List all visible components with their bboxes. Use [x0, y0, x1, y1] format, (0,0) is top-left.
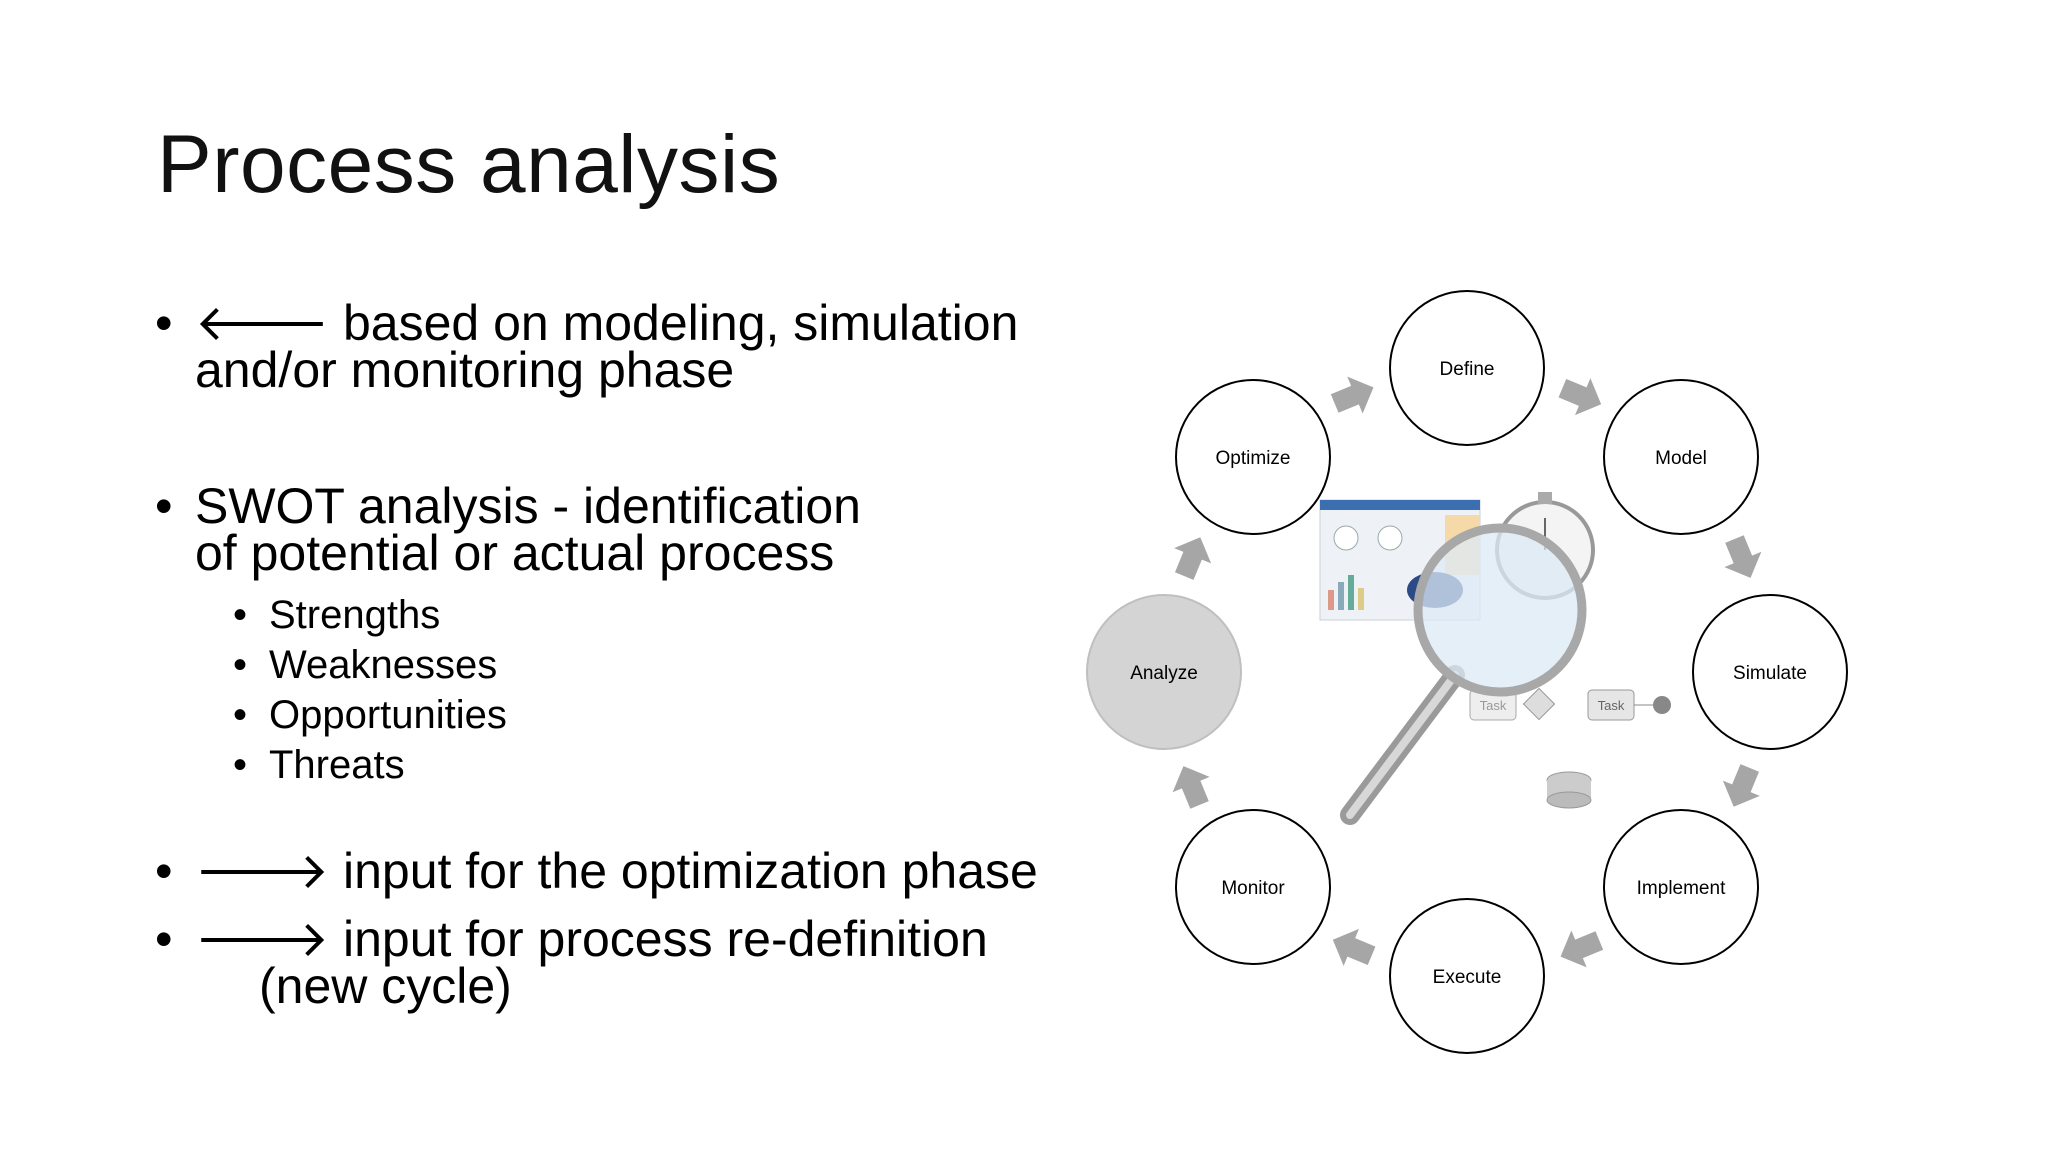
- bullet-dot: •: [233, 693, 248, 737]
- slide-title: Process analysis: [157, 119, 781, 210]
- process-snippet: Task Task: [1469, 687, 1671, 809]
- bullet-dot: •: [233, 743, 248, 787]
- bullet-dot: •: [155, 911, 173, 967]
- cycle-node-label: Optimize: [1216, 448, 1291, 469]
- sub-bullet-text: Strengths: [269, 593, 441, 637]
- bullet-line: SWOT analysis - identification: [195, 478, 861, 534]
- cycle-node-label: Monitor: [1221, 878, 1285, 899]
- cycle-node-simulate: Simulate: [1692, 594, 1848, 750]
- cycle-arrow-icon: [1558, 378, 1602, 416]
- sub-bullet-text: Threats: [269, 743, 405, 787]
- bullet-dot: •: [233, 593, 248, 637]
- cycle-node-monitor: Monitor: [1175, 809, 1331, 965]
- sub-bullet-text: Weaknesses: [269, 643, 498, 687]
- cycle-node-analyze: Analyze: [1086, 594, 1242, 750]
- bullet-line: 🡐 based on modeling, simulation: [195, 295, 1019, 351]
- cycle-node-execute: Execute: [1389, 898, 1545, 1054]
- cycle-arrow-icon: [1174, 537, 1212, 580]
- cycle-node-circle: [1692, 594, 1848, 750]
- task-label-2: Task: [1598, 698, 1625, 713]
- bullet-line: 🡒 input for the optimization phase: [195, 843, 1038, 899]
- cycle-arrows: [1172, 376, 1762, 968]
- cycle-node-implement: Implement: [1603, 809, 1759, 965]
- bullet-text: 🡐 based on modeling, simulation and/or m…: [195, 298, 1018, 395]
- magnifier-icon: [1340, 523, 1587, 825]
- bullet-dot: •: [155, 295, 173, 351]
- bullet-text: 🡒 input for the optimization phase: [195, 846, 1038, 896]
- cycle-node-optimize: Optimize: [1175, 379, 1331, 535]
- cycle-node-define: Define: [1389, 290, 1545, 446]
- bullet-text: 🡒 input for process re-definition (new c…: [195, 914, 988, 1011]
- cycle-node-circle: [1086, 594, 1242, 750]
- cycle-node-label: Define: [1440, 359, 1495, 380]
- bullet-dot: •: [155, 843, 173, 899]
- cycle-arrow-icon: [1172, 766, 1210, 809]
- cycle-node-label: Implement: [1637, 878, 1726, 899]
- cycle-arrow-icon: [1332, 928, 1376, 966]
- cycle-arrow-icon: [1724, 535, 1762, 578]
- task-label-1: Task: [1480, 698, 1507, 713]
- cycle-node-circle: [1389, 898, 1545, 1054]
- bullet-text: SWOT analysis - identification of potent…: [195, 481, 861, 578]
- bullet-dot: •: [233, 643, 248, 687]
- sub-bullet-text: Opportunities: [269, 693, 507, 737]
- bullet-line: and/or monitoring phase: [195, 342, 735, 398]
- cycle-node-label: Model: [1655, 448, 1707, 469]
- cycle-node-circle: [1603, 809, 1759, 965]
- cycle-svg: Task Task DefineModelSimulateImplementEx…: [1086, 290, 1848, 1054]
- bullet-line: of potential or actual process: [195, 525, 835, 581]
- cycle-arrow-icon: [1330, 376, 1374, 414]
- cycle-node-label: Execute: [1433, 967, 1502, 988]
- magnifying-glass-process-icon: Task Task: [1319, 492, 1671, 825]
- bullet-dot: •: [155, 478, 173, 534]
- cycle-node-circle: [1389, 290, 1545, 446]
- cycle-node-model: Model: [1603, 379, 1759, 535]
- bullet-line: 🡒 input for process re-definition: [195, 911, 988, 967]
- cycle-arrow-icon: [1722, 764, 1760, 807]
- cycle-node-circle: [1603, 379, 1759, 535]
- cycle-node-circle: [1175, 379, 1331, 535]
- cycle-node-label: Analyze: [1130, 663, 1198, 684]
- cycle-node-circle: [1175, 809, 1331, 965]
- cycle-node-label: Simulate: [1733, 663, 1807, 684]
- cycle-arrow-icon: [1560, 930, 1604, 968]
- bullet-line: (new cycle): [259, 958, 512, 1014]
